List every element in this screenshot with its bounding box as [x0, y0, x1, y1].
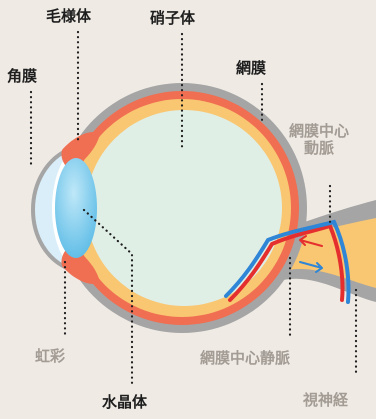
label-iris: 虹彩 — [35, 347, 66, 365]
label-ciliary-body: 毛様体 — [46, 7, 92, 25]
leader-line-lens — [82, 208, 134, 388]
label-central-retinal-artery-line1: 網膜中心 — [289, 122, 350, 140]
artery-flow-arrow — [299, 235, 323, 247]
label-central-retinal-artery: 網膜中心 動脈 — [289, 123, 349, 156]
label-retina: 網膜 — [236, 59, 267, 77]
central-retinal-vein — [224, 219, 351, 304]
vein-flow-arrow — [299, 261, 323, 273]
label-lens: 水晶体 — [102, 393, 148, 411]
label-central-retinal-vein: 網膜中心静脈 — [200, 349, 291, 367]
label-vitreous-body: 硝子体 — [150, 9, 196, 27]
vitreous-body — [86, 110, 282, 306]
label-optic-nerve: 視神経 — [303, 391, 349, 409]
label-cornea: 角膜 — [7, 67, 38, 85]
central-retinal-artery — [228, 223, 345, 302]
lens — [55, 158, 97, 258]
label-central-retinal-artery-line2: 動脈 — [304, 138, 335, 157]
